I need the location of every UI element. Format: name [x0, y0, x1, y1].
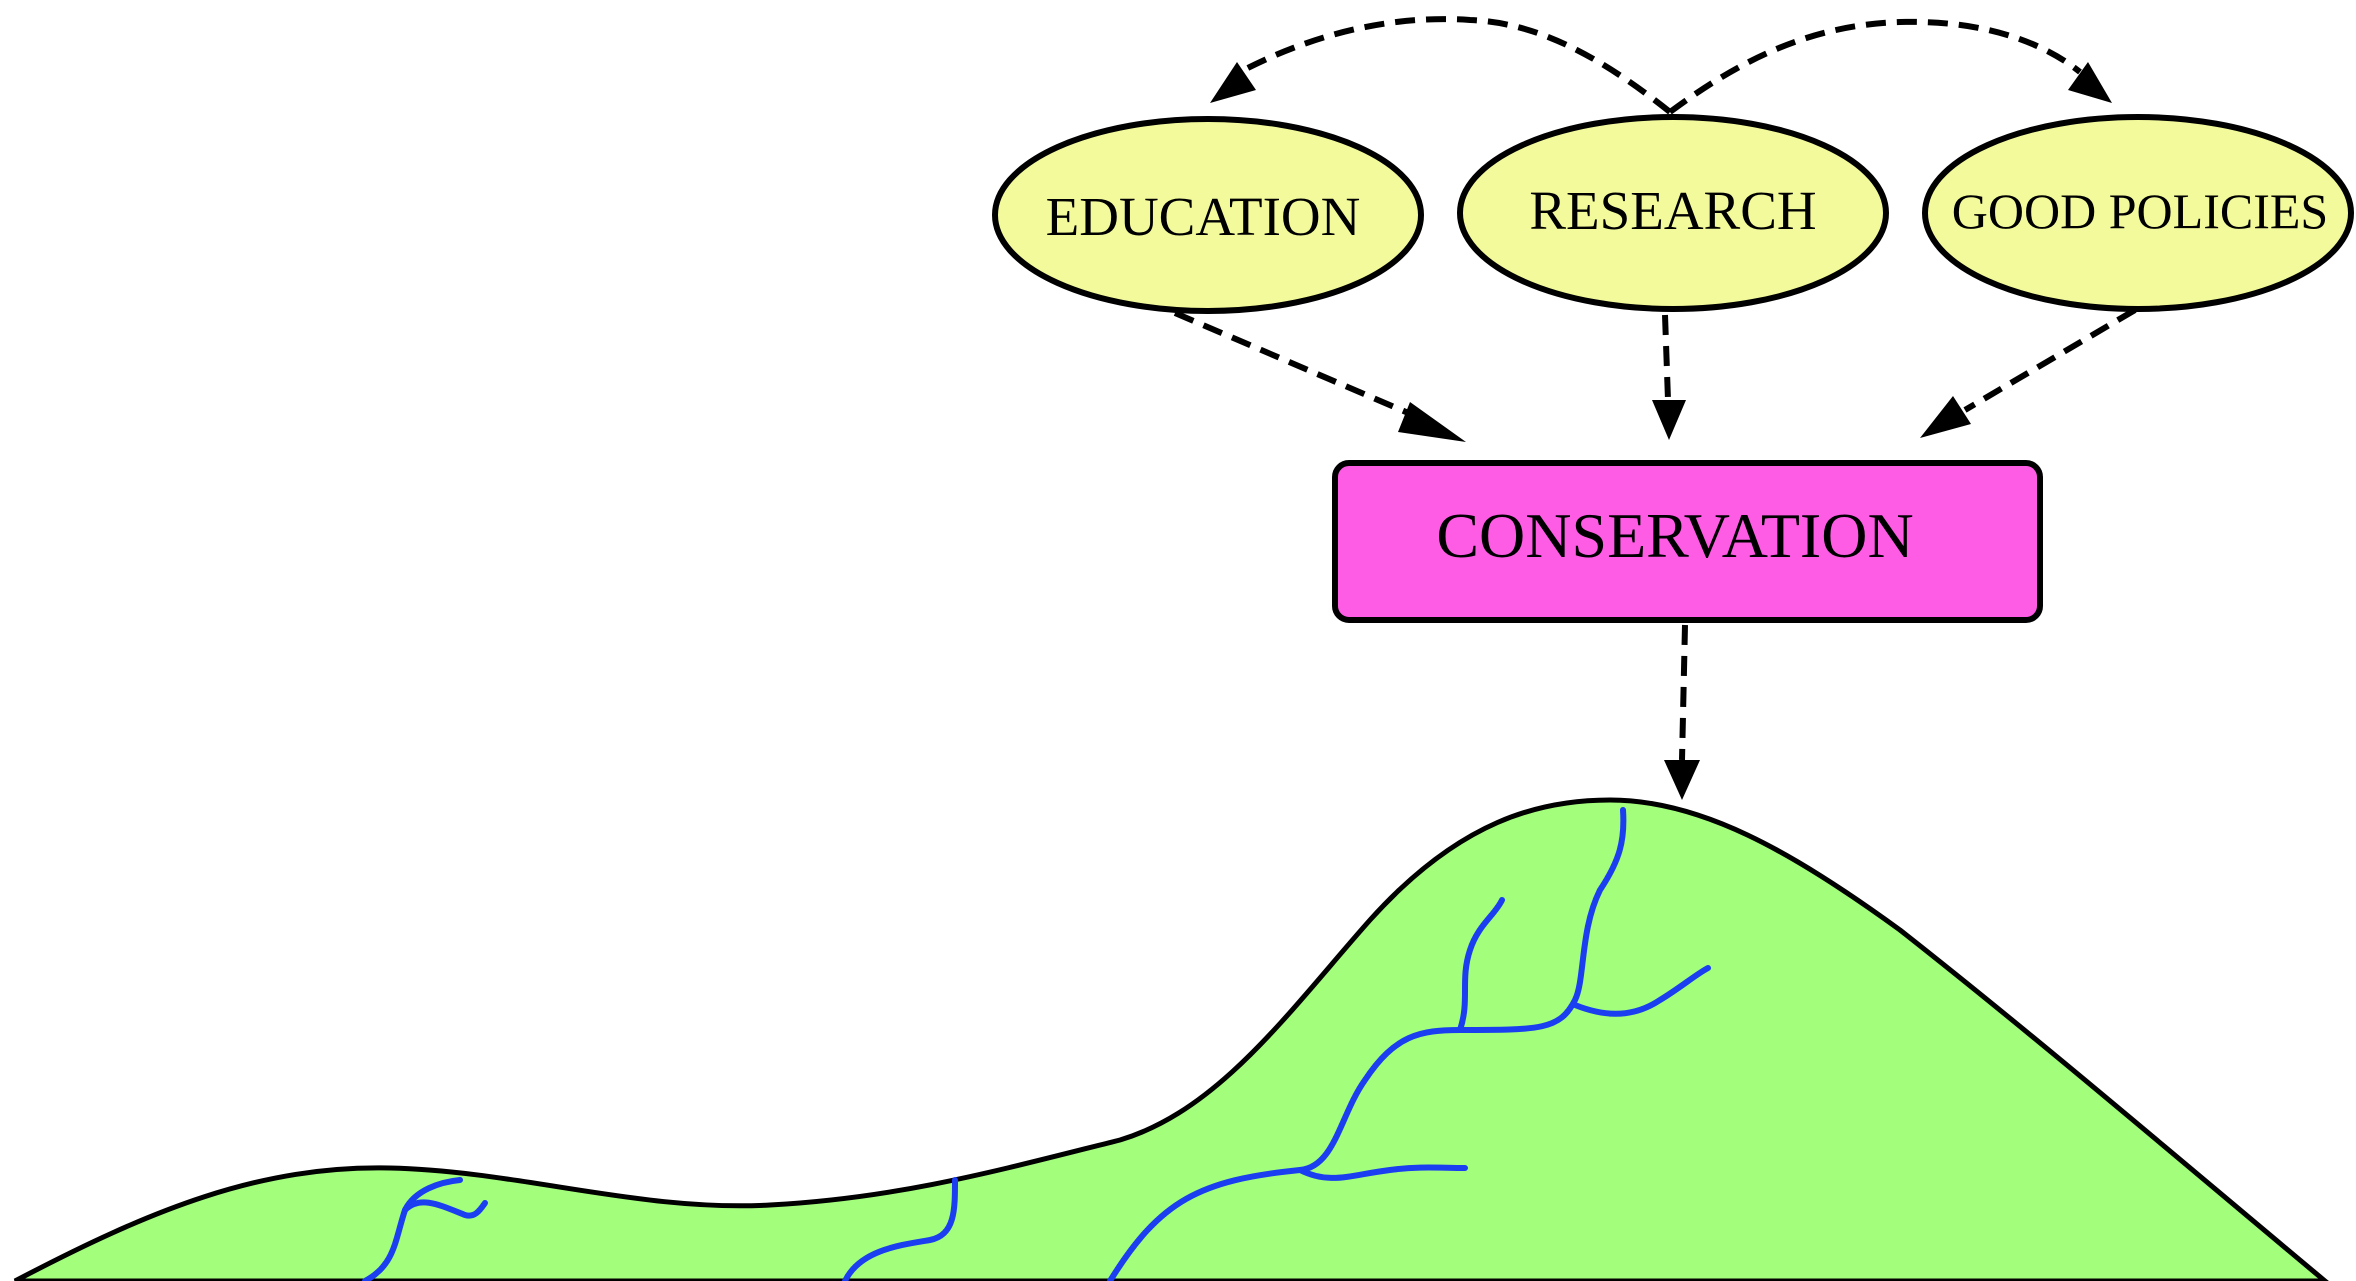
arrow-education-to-conservation: [1173, 310, 1422, 421]
landscape-hill: [13, 797, 2329, 1281]
arrow-conservation-to-landscape: [1679, 624, 1688, 761]
river-network: [362, 807, 1711, 1281]
education-label: EDUCATION: [1046, 186, 1361, 247]
river-branch-left: [1457, 897, 1505, 1033]
node-education: EDUCATION: [992, 116, 1424, 314]
node-research: RESEARCH: [1457, 114, 1889, 312]
arrowhead-education-conservation: [1398, 402, 1466, 442]
conservation-label: CONSERVATION: [1436, 500, 1913, 571]
arrowhead-landscape: [1664, 760, 1700, 800]
arrow-research-to-conservation: [1662, 314, 1671, 401]
education-ellipse: [992, 116, 1424, 314]
arrowhead-education: [1210, 62, 1256, 103]
good-policies-label: GOOD POLICIES: [1952, 183, 2328, 239]
node-good-policies: GOOD POLICIES: [1922, 114, 2354, 312]
arrow-research-to-education: [1238, 16, 1672, 115]
arrowhead-research-conservation: [1652, 400, 1686, 440]
good-policies-ellipse: [1922, 114, 2354, 312]
river-branch-right: [1572, 965, 1711, 1017]
river-branch-low: [1297, 1164, 1468, 1181]
research-label: RESEARCH: [1529, 180, 1816, 241]
arrowhead-policies-conservation: [1920, 396, 1971, 438]
arrow-good-policies-to-conservation: [1963, 307, 2137, 413]
arrowhead-good-policies: [2068, 62, 2112, 103]
river-main: [1107, 807, 1627, 1281]
research-ellipse: [1457, 114, 1889, 312]
arrow-research-to-good-policies: [1668, 18, 2082, 115]
conservation-box: [1332, 460, 2043, 623]
hill-shape: [13, 797, 2329, 1281]
arrows: [1173, 16, 2137, 800]
river-small-mid: [842, 1177, 958, 1281]
node-conservation: CONSERVATION: [1332, 460, 2043, 623]
river-small-left-branch: [402, 1199, 488, 1219]
